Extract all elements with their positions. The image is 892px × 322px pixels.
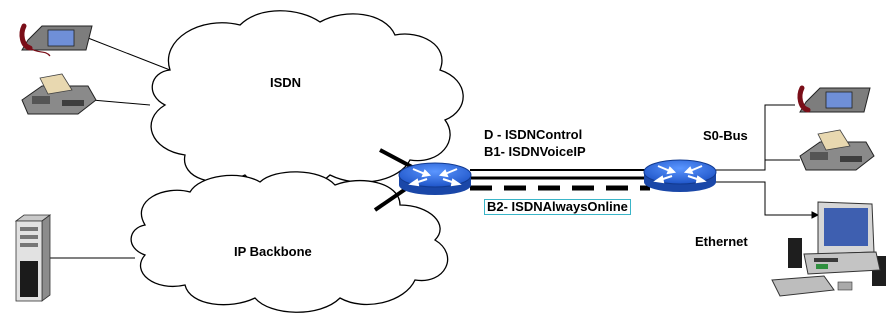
fax-machine-icon <box>21 73 97 115</box>
router-icon <box>398 162 472 195</box>
fax-left-link <box>91 99 151 106</box>
isdn-cloud <box>150 10 464 190</box>
ip-backbone-cloud <box>130 171 449 313</box>
telephone-icon <box>797 85 871 113</box>
d-channel-label: D - ISDNControl <box>484 127 583 142</box>
telephone-icon <box>19 23 93 57</box>
router-icon <box>643 159 717 192</box>
fax-machine-icon <box>799 129 875 171</box>
server-icon <box>14 214 52 302</box>
isdn-cloud-label: ISDN <box>270 75 302 90</box>
phone-left-link <box>87 37 171 71</box>
ethernet-arrow <box>811 211 820 219</box>
workstation-pc-icon <box>771 201 886 297</box>
b1-channel-label: B1- ISDNVoiceIP <box>484 144 586 159</box>
b2-channel-label: B2- ISDNAlwaysOnline <box>484 199 631 215</box>
connections <box>42 37 820 259</box>
s0-bus-label: S0-Bus <box>703 128 748 143</box>
isdn-router-link <box>379 148 413 169</box>
ip-backbone-label: IP Backbone <box>234 244 312 259</box>
ethernet-line <box>715 181 812 216</box>
ethernet-label: Ethernet <box>695 234 748 249</box>
s0-bus-line <box>715 104 795 171</box>
